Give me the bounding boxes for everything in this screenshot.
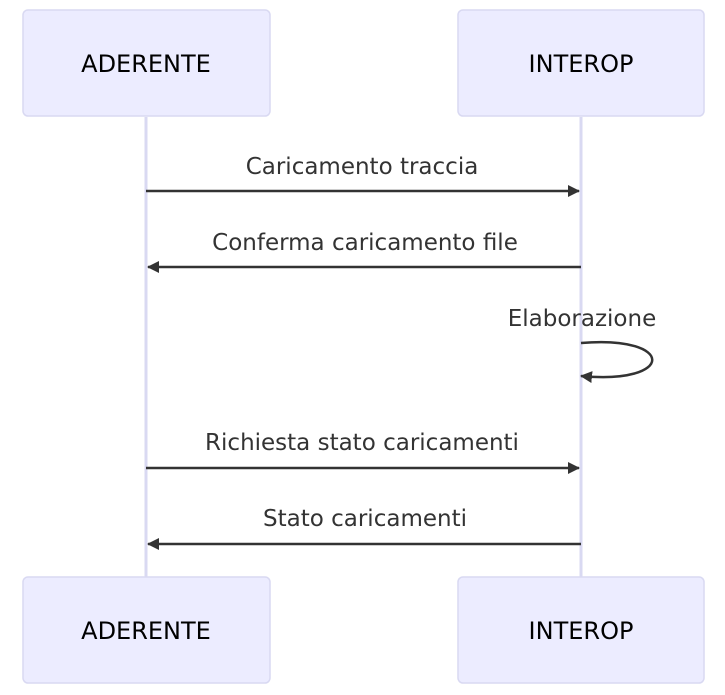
actor-aderente-bottom: ADERENTE [22,576,271,684]
message-3-self: Elaborazione [508,306,657,384]
actor-label: INTEROP [529,617,634,645]
self-loop-arrow [580,340,654,384]
message-label: Elaborazione [508,306,657,332]
message-label: Caricamento traccia [246,154,479,180]
actor-label: ADERENTE [81,617,211,645]
actor-interop-bottom: INTEROP [457,576,705,684]
message-2: Conferma caricamento file [147,230,581,273]
message-label: Richiesta stato caricamenti [205,430,519,456]
actor-label: ADERENTE [81,50,211,78]
actor-label: INTEROP [529,50,634,78]
message-1: Caricamento traccia [146,154,580,197]
message-label: Conferma caricamento file [212,230,518,256]
message-4: Richiesta stato caricamenti [146,430,580,474]
actor-aderente-top: ADERENTE [22,9,271,117]
message-5: Stato caricamenti [147,506,581,550]
message-label: Stato caricamenti [263,506,467,532]
actor-interop-top: INTEROP [457,9,705,117]
